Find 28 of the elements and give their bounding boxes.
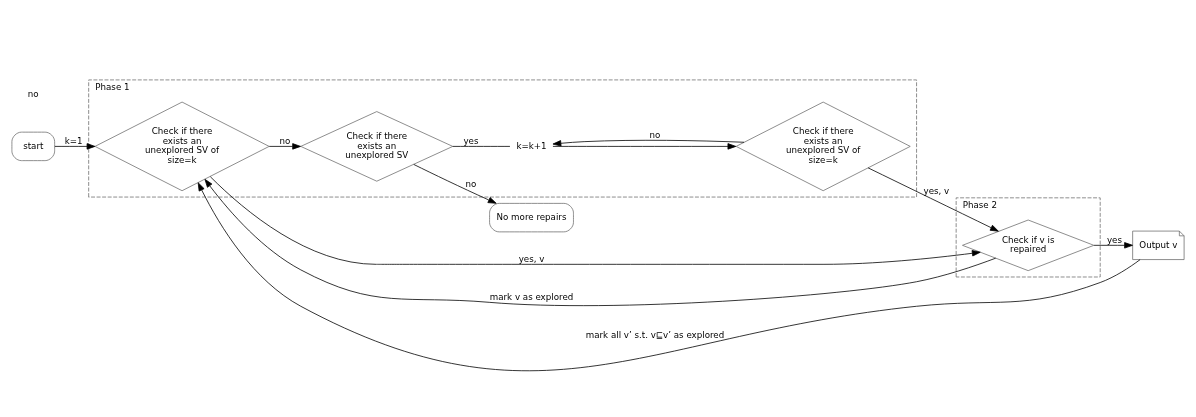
connector	[452, 146, 511, 147]
node-diamond: Check if there exists an unexplored SV	[300, 111, 454, 182]
arrow	[413, 164, 497, 204]
edge-label: k=1	[64, 135, 83, 146]
node-box: start	[11, 131, 56, 162]
node-box: No more repairs	[489, 203, 574, 233]
edge-label: no	[465, 178, 477, 189]
edge-label: yes	[463, 135, 479, 146]
arrow	[268, 143, 301, 150]
edge-label: yes	[1106, 234, 1122, 245]
edge-label: no	[279, 135, 291, 146]
arrow	[552, 139, 745, 147]
node-diamond: Check if there exists an unexplored SV of size=k	[735, 101, 911, 192]
edge-label: yes, v	[518, 253, 545, 264]
arrow	[552, 143, 737, 150]
label: no	[27, 89, 39, 100]
node-text: k=k+1	[516, 140, 547, 151]
arrow	[204, 178, 997, 306]
edge-label: mark all v’ s.t. v⊑v’ as explored	[585, 329, 725, 340]
edge-label: yes, v	[923, 185, 950, 196]
arrow	[54, 143, 96, 150]
arrow	[210, 176, 981, 265]
edge-label: no	[649, 130, 661, 141]
arrow	[1093, 242, 1133, 249]
arrow	[197, 182, 1141, 371]
edge-label: mark v as explored	[489, 291, 574, 302]
arrow	[867, 167, 999, 232]
node-diamond: Check if v is repaired	[962, 219, 1095, 272]
